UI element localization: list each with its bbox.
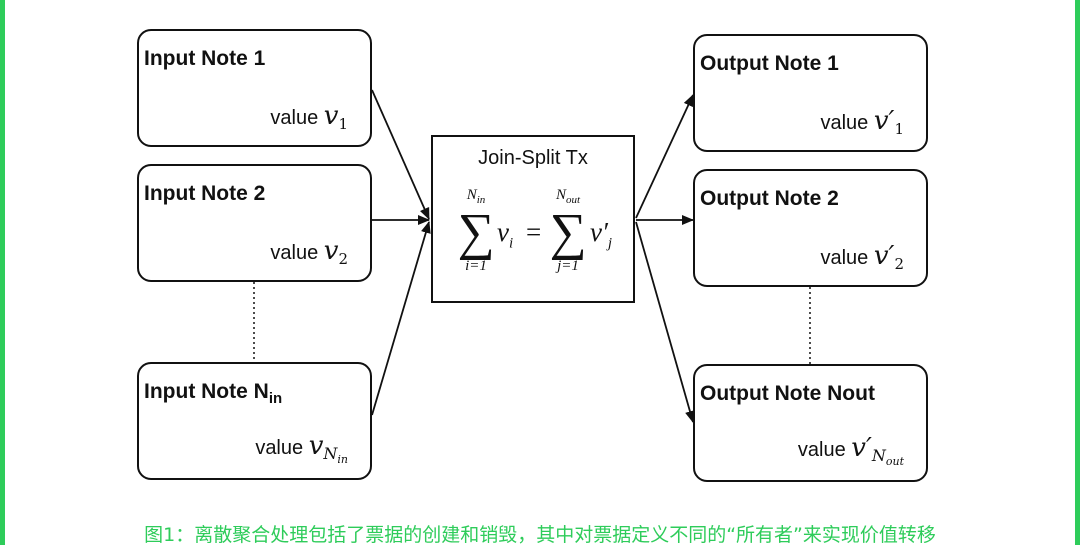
input-note-2: Input Note 2 value v2 bbox=[137, 164, 372, 282]
input-note-n: Input Note Nin value vNin bbox=[137, 362, 372, 480]
arrow-tx-to-outputn bbox=[635, 221, 695, 423]
output-note-2-value: value v′2 bbox=[820, 241, 904, 273]
input-note-n-value: value vNin bbox=[255, 430, 348, 466]
frame-border-left bbox=[0, 0, 5, 545]
equals-sign: = bbox=[526, 217, 542, 247]
output-note-2: Output Note 2 value v′2 bbox=[693, 169, 928, 287]
right-summation: Nout ∑ j=1 bbox=[549, 187, 587, 274]
join-split-tx-box: Join-Split Tx Nin ∑ i=1 vi = Nout ∑ j=1 … bbox=[431, 135, 635, 303]
output-note-n-value: value v′Nout bbox=[797, 432, 904, 468]
input-note-1: Input Note 1 value v1 bbox=[137, 29, 372, 147]
arrow-inputn-to-tx bbox=[371, 221, 431, 416]
right-term: v′j bbox=[590, 217, 613, 252]
output-note-1-value: value v′1 bbox=[820, 106, 904, 138]
left-term: vi bbox=[497, 217, 514, 252]
left-summation: Nin ∑ i=1 bbox=[457, 187, 495, 274]
output-note-1-title: Output Note 1 bbox=[700, 52, 839, 75]
join-split-tx-title: Join-Split Tx bbox=[478, 147, 588, 169]
input-note-2-value: value v2 bbox=[270, 236, 348, 268]
output-note-1: Output Note 1 value v′1 bbox=[693, 34, 928, 152]
output-note-n: Output Note Nout value v′Nout bbox=[693, 364, 928, 482]
output-note-2-title: Output Note 2 bbox=[700, 187, 839, 210]
frame-border-right bbox=[1075, 0, 1080, 545]
arrow-tx-to-output1 bbox=[635, 94, 694, 219]
figure-caption: 图1：离散聚合处理包括了票据的创建和销毁，其中对票据定义不同的“所有者”来实现价… bbox=[144, 524, 936, 546]
input-note-1-title: Input Note 1 bbox=[144, 47, 266, 70]
input-note-n-title: Input Note Nin bbox=[144, 380, 283, 408]
input-note-1-value: value v1 bbox=[270, 101, 348, 133]
arrow-input1-to-tx bbox=[371, 89, 430, 220]
conservation-formula: Nin ∑ i=1 vi = Nout ∑ j=1 v′j bbox=[433, 187, 633, 287]
output-note-n-title: Output Note Nout bbox=[700, 382, 875, 405]
input-note-2-title: Input Note 2 bbox=[144, 182, 266, 205]
